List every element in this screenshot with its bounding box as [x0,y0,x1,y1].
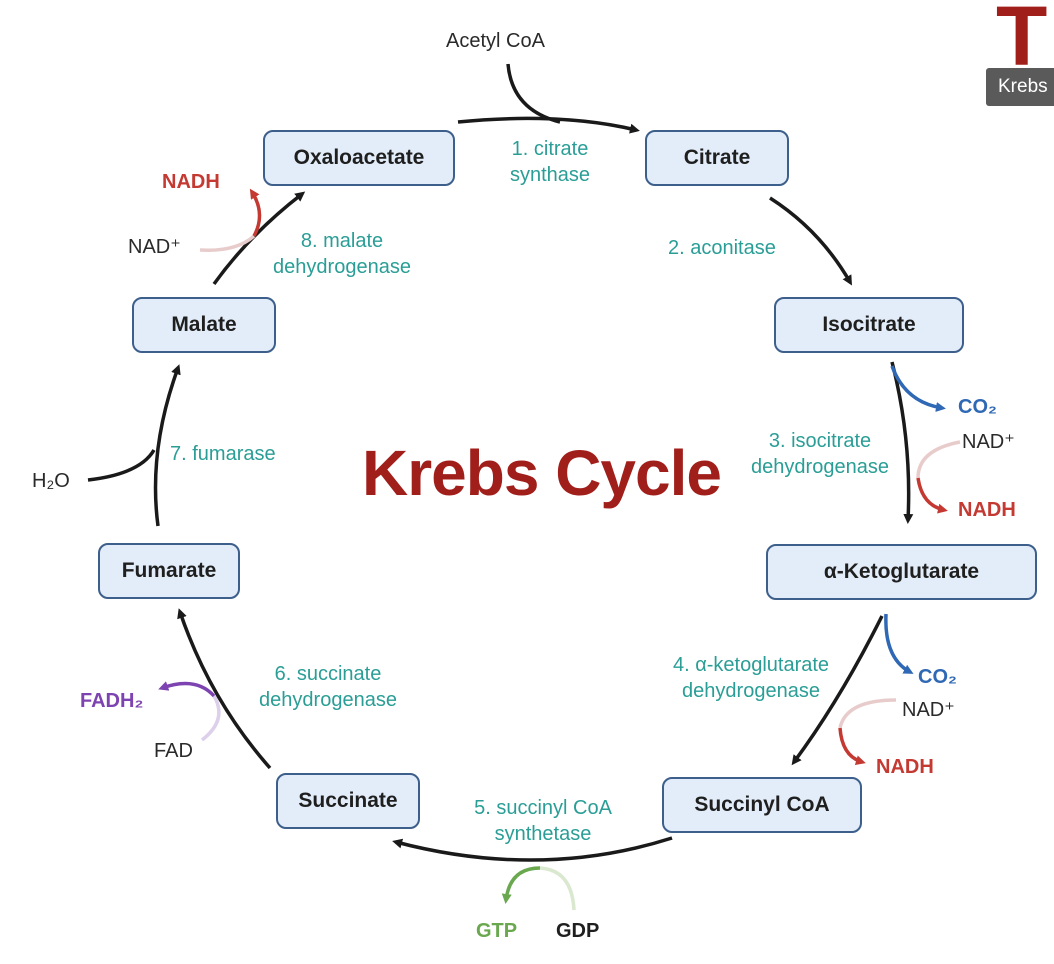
node-malate: Malate [132,297,276,353]
nad-arc-4 [838,698,897,729]
tooltip: Krebs [986,68,1054,106]
enzyme-6-line2: dehydrogenase [259,689,397,711]
enzyme-3-line2: dehydrogenase [751,456,889,478]
gtp-label: GTP [476,920,518,942]
water-label: H₂O [32,470,70,492]
nadh-label-step-8: NADH [162,171,220,193]
enzyme-5-label: 5. succinyl CoA synthetase [458,795,628,847]
co2-label-step-4: CO₂ [918,666,957,688]
co2-arrow-4 [884,613,914,674]
gdp-label: GDP [556,920,600,942]
enzyme-1-line1: 1. citrate [511,138,589,160]
node-citrate: Citrate [645,130,789,186]
water-arrow [87,449,156,482]
gtp-arc [501,866,541,904]
nad-label-step-3: NAD⁺ [962,431,1015,453]
gdp-arc [539,866,576,911]
enzyme-7-label: 7. fumarase [170,443,276,465]
nad-arc-8 [199,234,256,252]
node-succinyl-coa: Succinyl CoA [662,777,862,833]
enzyme-8-line1: 8. malate [300,230,384,252]
enzyme-4-line1: 4. α-ketoglutarate [672,654,830,676]
fad-label: FAD [154,740,193,762]
enzyme-8-label: 8. malate dehydrogenase [260,228,424,280]
node-oxaloacetate: Oxaloacetate [263,130,455,186]
enzyme-3-line1: 3. isocitrate [768,430,872,452]
enzyme-2-label: 2. aconitase [668,237,776,259]
corner-logo: T [996,0,1048,83]
arrow-step-2 [769,196,852,286]
co2-arrow-3 [890,365,946,412]
enzyme-1-label: 1. citrate synthase [498,136,602,188]
arrow-step-6 [177,608,272,770]
enzyme-8-line2: dehydrogenase [273,256,411,278]
nad-label-step-8: NAD⁺ [128,236,181,258]
enzyme-1-line2: synthase [509,164,591,186]
fadh2-label: FADH₂ [80,690,144,712]
enzyme-3-label: 3. isocitrate dehydrogenase [740,428,900,480]
fadh2-arc [158,681,216,698]
node-isocitrate: Isocitrate [774,297,964,353]
acetyl-coa-arrow [506,63,561,124]
node-ketoglutarate: α-Ketoglutarate [766,544,1037,600]
co2-label-step-3: CO₂ [958,396,997,418]
enzyme-5-line1: 5. succinyl CoA [474,797,612,819]
enzyme-6-label: 6. succinate dehydrogenase [246,661,410,713]
nadh-arc-8 [249,188,262,237]
node-succinate: Succinate [276,773,420,829]
enzyme-4-line2: dehydrogenase [682,680,820,702]
arrow-step-4 [791,615,884,766]
nadh-label-step-3: NADH [958,499,1016,521]
enzyme-4-label: 4. α-ketoglutarate dehydrogenase [656,652,846,704]
fad-arc [200,695,221,742]
nad-arc-3 [916,440,961,479]
enzyme-5-line2: synthetase [494,823,592,845]
arrow-step-1 [457,116,640,134]
enzyme-6-line1: 6. succinate [274,663,382,685]
nadh-arc-3 [916,477,948,514]
arrow-step-5 [392,836,673,862]
acetyl-coa-label: Acetyl CoA [446,30,545,52]
nad-label-step-4: NAD⁺ [902,699,955,721]
nadh-label-step-4: NADH [876,756,934,778]
arrow-step-7 [153,364,181,527]
diagram-title: Krebs Cycle [362,437,722,509]
node-fumarate: Fumarate [98,543,240,599]
nadh-arc-4 [838,727,866,766]
arrow-step-3 [890,361,914,524]
